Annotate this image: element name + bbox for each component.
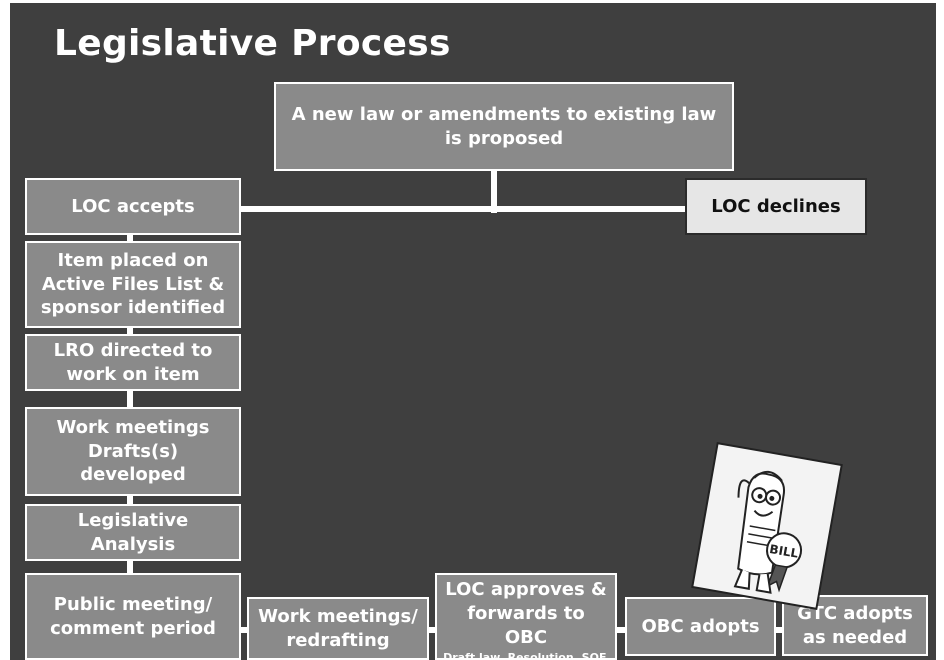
proposal-box: A new law or amendments to existing law …: [274, 82, 734, 171]
connector-h3: [616, 627, 626, 633]
loc-approves-subtext: Draft law, Resolution, SOF, FIS, LA: [443, 651, 609, 660]
connector-v2: [127, 327, 133, 335]
work-meetings-box: Work meetings Drafts(s) developed: [25, 407, 241, 496]
active-files-text: Item placed on Active Files List & spons…: [40, 249, 226, 319]
bill-cartoon-icon: BILL: [691, 442, 843, 610]
legislative-analysis-box: Legislative Analysis: [25, 504, 241, 561]
gtc-adopts-box: GTC adopts as needed: [782, 595, 928, 656]
connector-accepts-declines: [240, 206, 686, 212]
connector-v3: [127, 390, 133, 408]
connector-h2: [428, 627, 436, 633]
lro-directed-text: LRO directed to work on item: [53, 339, 213, 385]
connector-h4: [775, 627, 783, 633]
lro-directed-box: LRO directed to work on item: [25, 334, 241, 391]
legislative-analysis-text: Legislative Analysis: [77, 509, 189, 555]
slide: Legislative Process A new law or amendme…: [10, 3, 936, 660]
connector-proposal-down: [491, 170, 497, 213]
loc-declines-text: LOC declines: [711, 195, 841, 217]
obc-adopts-box: OBC adopts: [625, 597, 776, 656]
gtc-adopts-text: GTC adopts as needed: [797, 602, 913, 648]
connector-v4: [127, 495, 133, 505]
loc-accepts-text: LOC accepts: [71, 195, 195, 217]
public-meeting-text: Public meeting/ comment period: [50, 593, 216, 639]
active-files-box: Item placed on Active Files List & spons…: [25, 241, 241, 328]
proposal-text: A new law or amendments to existing law …: [291, 103, 717, 149]
loc-approves-text: LOC approves & forwards to OBC: [445, 579, 607, 648]
connector-v1: [127, 234, 133, 242]
public-meeting-box: Public meeting/ comment period: [25, 573, 241, 660]
loc-approves-box: LOC approves & forwards to OBC Draft law…: [435, 573, 617, 660]
loc-accepts-box: LOC accepts: [25, 178, 241, 235]
obc-adopts-text: OBC adopts: [641, 615, 760, 637]
work-meetings-text: Work meetings Drafts(s) developed: [56, 416, 210, 486]
slide-title: Legislative Process: [54, 23, 451, 64]
work-meetings-redrafting-box: Work meetings/ redrafting: [247, 597, 429, 660]
work-meetings-redrafting-text: Work meetings/ redrafting: [258, 605, 418, 651]
connector-v5: [127, 560, 133, 574]
loc-declines-box: LOC declines: [685, 178, 867, 235]
bill-badge-text: BILL: [768, 542, 799, 561]
connector-h1: [240, 627, 248, 633]
